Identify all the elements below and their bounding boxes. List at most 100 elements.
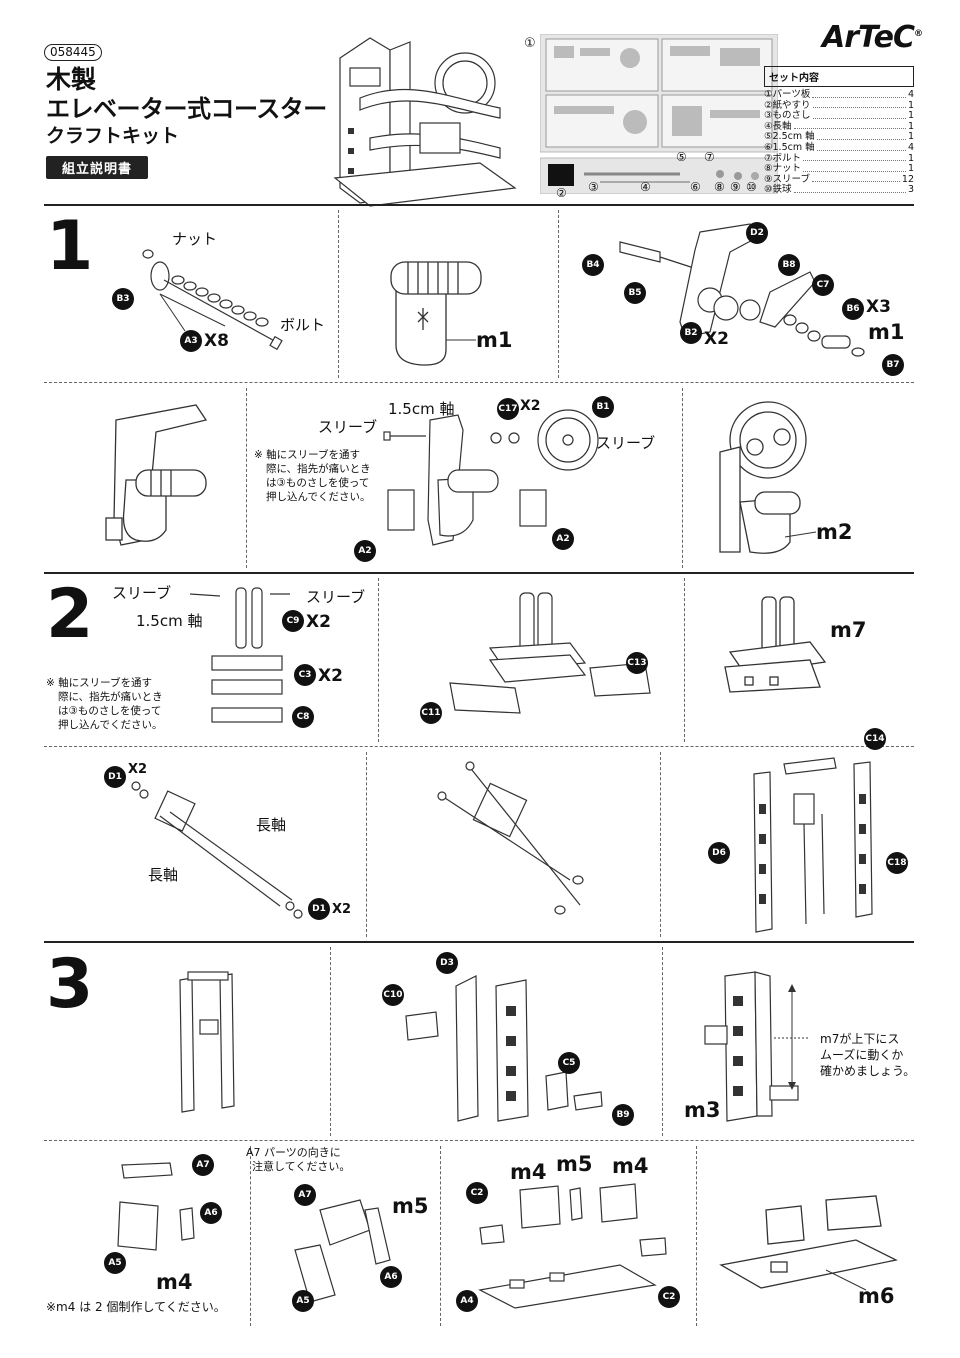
column-divider [660,752,661,937]
label-x2-c9: X2 [306,612,331,632]
column-divider [558,210,559,378]
label-m1-b: m1 [868,320,905,344]
label-x2: X2 [704,329,729,349]
divider-step3 [44,941,914,943]
badge-c8: C8 [292,706,314,728]
badge-a6-m4: A6 [200,1202,222,1224]
label-m5-a: m5 [392,1194,429,1218]
label-x3: X3 [866,297,891,317]
badge-d1-top: D1 [104,766,126,788]
parts-number-1: ① [524,36,536,51]
label-x8: X8 [204,331,229,351]
label-m3: m3 [684,1098,721,1122]
badge-d1-bottom: D1 [308,898,330,920]
note-m7-line3: 確かめましょう。 [820,1064,916,1078]
m7-figure [724,596,827,693]
divider [44,1140,914,1141]
parts-number-4: ④ [640,180,651,194]
badge-c2-right: C2 [658,1286,680,1308]
badge-c11: C11 [420,702,442,724]
manual-label: 組立説明書 [46,156,149,179]
note-a7-line2: 注意してください。 [252,1160,351,1173]
label-x2-d1-top: X2 [128,762,148,777]
label-x2-d1-bottom: X2 [332,902,352,917]
badge-d2: D2 [746,222,768,244]
badge-c17: C17 [497,398,519,420]
note-sleeve2-line3: は③ものさしを使って [58,705,162,717]
label-bolt: ボルト [280,316,326,334]
parts-number-8: ⑧ [714,180,725,194]
badge-a6-m5: A6 [380,1266,402,1288]
divider-step2 [44,572,914,574]
note-sleeve-line1: ※ 軸にスリーブを通す [254,449,361,461]
product-illustration [333,37,517,207]
note-m7-line1: m7が上下にス [820,1032,900,1046]
badge-b6: B6 [842,298,864,320]
label-shaft-15cm: 1.5cm 軸 [388,400,455,418]
badge-b2: B2 [680,322,702,344]
set-contents-heading: セット内容 [764,66,914,87]
note-a7-line1: A7 パーツの向きに [246,1146,341,1159]
parts-number-10: ⑩ [746,180,757,194]
m6-figure [719,1195,898,1291]
badge-c18: C18 [886,852,908,874]
badge-c7: C7 [812,274,834,296]
label-m6: m6 [858,1284,895,1308]
badge-a3: A3 [180,330,202,352]
parts-number-9: ⑨ [730,180,741,194]
column-divider [330,947,331,1136]
label-long-shaft-2: 長軸 [148,866,179,884]
label-long-shaft-1: 長軸 [256,816,287,834]
badge-d3: D3 [436,952,458,974]
parts-number-7: ⑦ [704,150,715,164]
m5-parts-figure [294,1199,391,1303]
column-divider [246,388,247,568]
label-m1: m1 [476,328,513,352]
label-m4-b: m4 [510,1160,547,1184]
note-sleeve-line4: 押し込んでください。 [266,491,371,503]
parts-number-2: ② [556,186,567,200]
label-m5-b: m5 [556,1152,593,1176]
d3-c10-c5-b9-figure [405,975,603,1122]
brand-logo: ArTeC® [822,20,923,55]
badge-c5: C5 [558,1052,580,1074]
parts-number-3: ③ [588,180,599,194]
c11-c13-figure [449,592,651,714]
label-m4-a: m4 [156,1270,193,1294]
frame-front-figure [179,971,235,1113]
label-sleeve-right: スリーブ [596,434,656,452]
label-m7: m7 [830,618,867,642]
title-line-2: エレベーター式コースター [46,95,327,123]
label-x2-c3: X2 [318,666,343,686]
badge-a7-m4: A7 [192,1154,214,1176]
frame-d6-c18-figure [753,757,873,933]
product-code: 058445 [44,44,102,61]
label-sleeve-left-2: スリーブ [112,584,172,602]
badge-a2-left: A2 [354,540,376,562]
c9-c3-c8-figure [190,587,290,723]
m4-parts-figure [117,1162,195,1251]
column-divider [366,752,367,937]
badge-b4: B4 [582,254,604,276]
column-divider [440,1146,441,1326]
badge-d6: D6 [708,842,730,864]
m1-on-plate-figure [105,404,208,546]
badge-c3: C3 [294,664,316,686]
badge-b7: B7 [882,354,904,376]
title-line-1: 木製 [46,65,97,94]
note-sleeve-line3: は③ものさしを使って [266,477,370,489]
shaft-assembled-figure [437,761,584,915]
column-divider [378,578,379,742]
gear-stack-figure [619,223,865,357]
divider-step1 [44,204,914,206]
bolt-assembly-figure [142,249,283,351]
